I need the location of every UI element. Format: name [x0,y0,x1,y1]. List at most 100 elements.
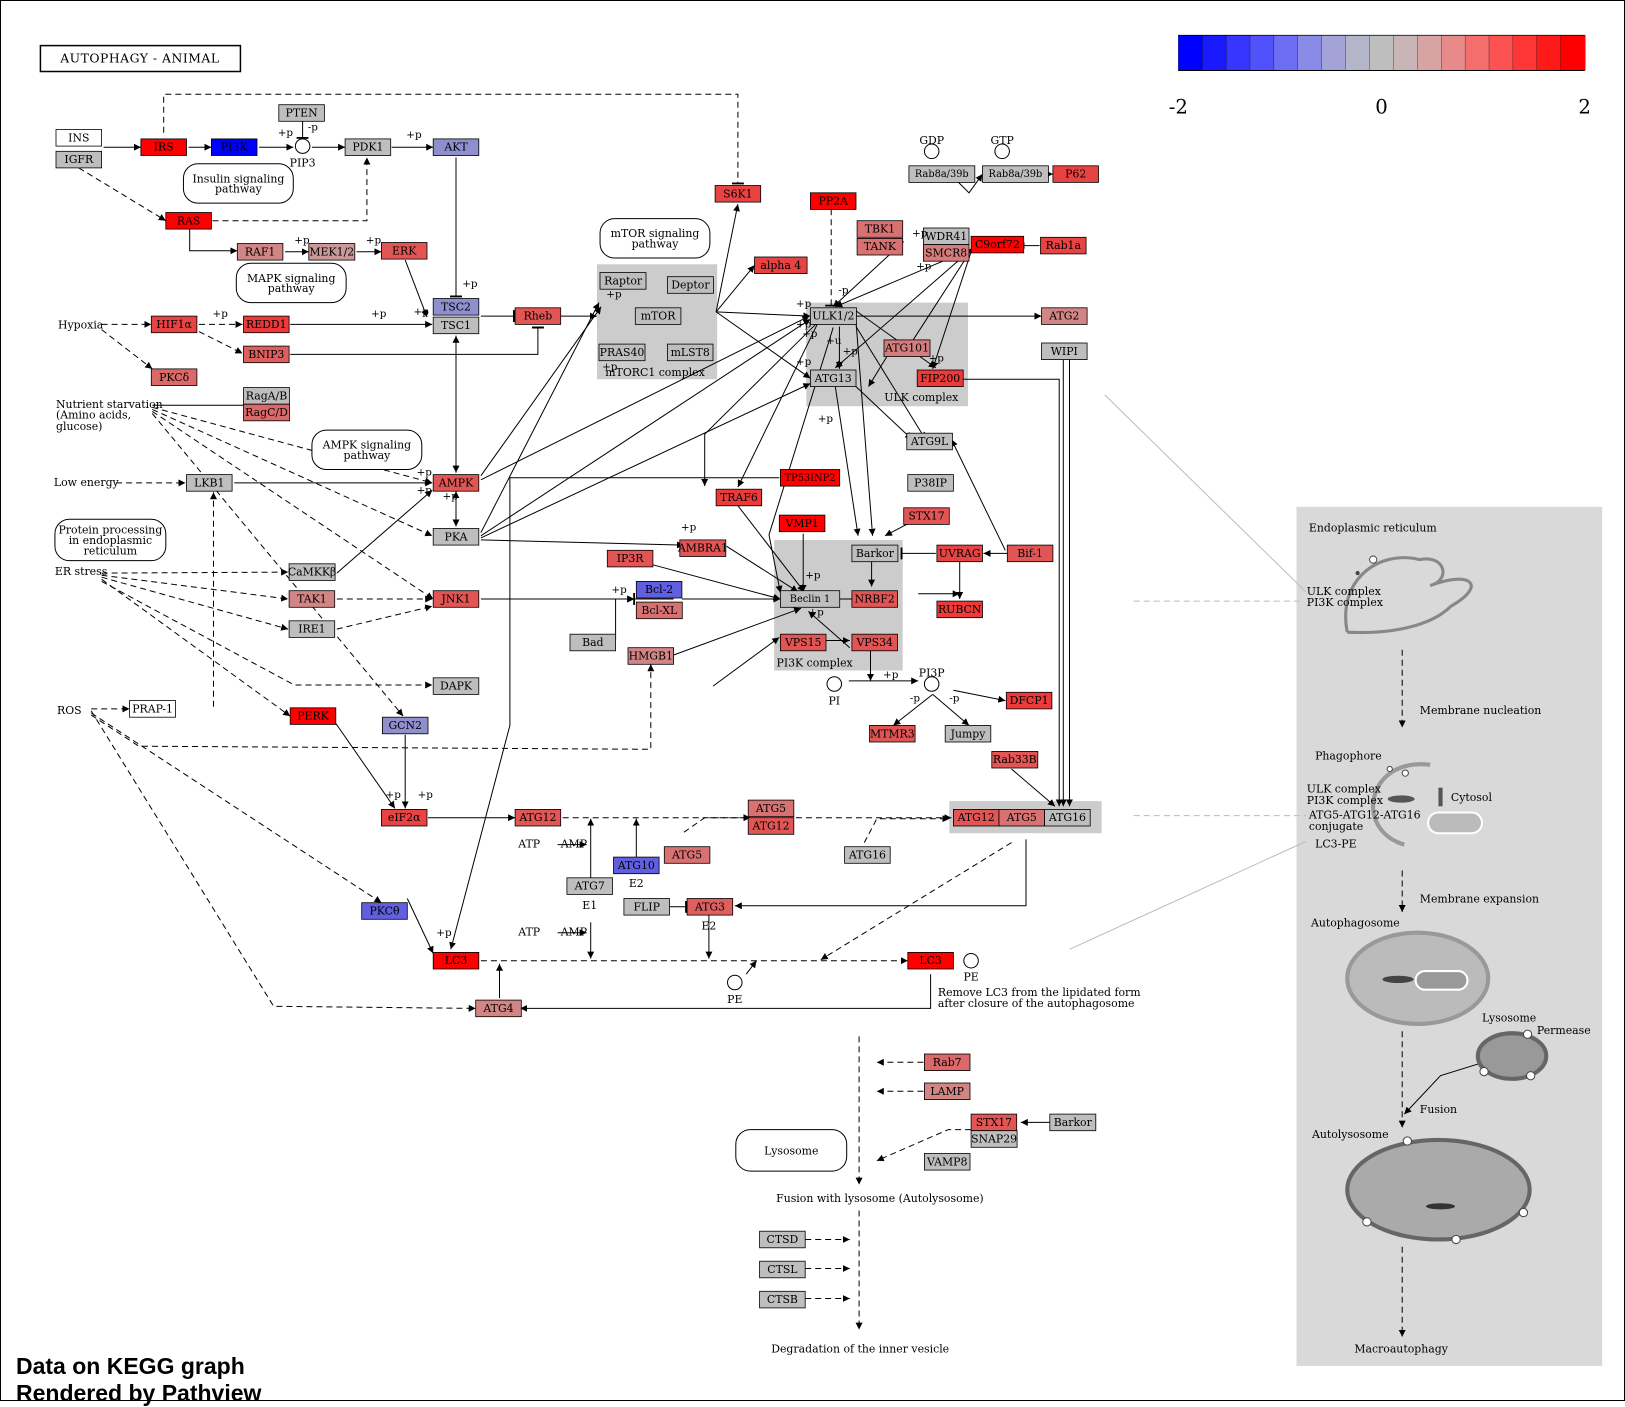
gene-node-ulk1-2[interactable]: ULK1/2 [810,307,857,325]
gene-node-pkc[interactable]: PKCθ [361,902,408,920]
gene-node-atg2[interactable]: ATG2 [1041,307,1088,325]
gene-node-mlst8[interactable]: mLST8 [667,343,714,362]
gene-node-rab1a[interactable]: Rab1a [1040,236,1087,255]
gene-node-atg5[interactable]: ATG5 [998,809,1045,827]
gene-node-rheb[interactable]: Rheb [514,307,562,325]
gene-node-barkor[interactable]: Barkor [1049,1113,1097,1132]
gene-node-atg7[interactable]: ATG7 [566,877,613,895]
gene-node-stx17[interactable]: STX17 [970,1113,1018,1132]
gene-node-ras[interactable]: RAS [165,212,212,230]
gene-node-ambra1[interactable]: AMBRA1 [677,539,728,557]
gene-node-mtor[interactable]: mTOR [634,307,682,325]
gene-node-wipi[interactable]: WIPI [1041,342,1088,361]
gene-node-erk[interactable]: ERK [380,242,428,260]
gene-node-irs[interactable]: IRS [140,138,187,156]
gene-node-vamp8[interactable]: VAMP8 [924,1153,971,1171]
gene-node-alpha-4[interactable]: alpha 4 [754,256,808,275]
gene-node-tsc2[interactable]: TSC2 [432,298,480,316]
gene-node-p38ip[interactable]: P38IP [907,474,954,492]
gene-node-p62[interactable]: P62 [1052,165,1099,183]
gene-node-ctsd[interactable]: CTSD [759,1230,806,1249]
gene-node-pten[interactable]: PTEN [278,104,325,122]
gene-node-perk[interactable]: PERK [289,707,337,725]
gene-node-camkk[interactable]: CaMKKβ [288,563,337,581]
gene-node-ctsb[interactable]: CTSB [759,1290,806,1309]
gene-node-stx17[interactable]: STX17 [903,507,950,525]
compound-pi3p[interactable]: PI3P [919,667,945,692]
gene-node-prap-1[interactable]: PRAP-1 [129,700,176,718]
gene-node-uvrag[interactable]: UVRAG [936,544,983,563]
gene-node-atg12[interactable]: ATG12 [747,817,795,835]
compound-gtp[interactable]: GTP [991,134,1014,160]
gene-node-akt[interactable]: AKT [432,138,480,156]
gene-node-vps34[interactable]: VPS34 [851,633,898,652]
gene-node-tak1[interactable]: TAK1 [288,590,336,608]
gene-node-lc3[interactable]: LC3 [907,952,954,970]
gene-node-pdk1[interactable]: PDK1 [344,138,392,156]
gene-node-atg13[interactable]: ATG13 [810,369,857,388]
gene-node-mek1-2[interactable]: MEK1/2 [308,243,356,261]
gene-node-gcn2[interactable]: GCN2 [381,716,429,735]
gene-node-wdr41[interactable]: WDR41 [923,227,970,246]
gene-node-atg12[interactable]: ATG12 [953,809,1000,827]
compound-pi[interactable]: PI [826,676,843,708]
gene-node-flip[interactable]: FLIP [623,898,670,916]
gene-node-snap29[interactable]: SNAP29 [970,1130,1018,1148]
gene-node-tsc1[interactable]: TSC1 [432,316,480,335]
gene-node-pi3k[interactable]: PI3K [210,138,258,156]
gene-node-atg5[interactable]: ATG5 [747,799,795,818]
gene-node-jumpy[interactable]: Jumpy [944,725,992,743]
gene-node-hmgb1[interactable]: HMGB1 [627,647,674,665]
gene-node-vmp1[interactable]: VMP1 [778,514,826,533]
gene-node-bcl-xl[interactable]: Bcl-XL [635,601,683,620]
compound-pe[interactable]: PE [963,952,979,983]
gene-node-ragc-d[interactable]: RagC/D [243,403,290,422]
gene-node-nrbf2[interactable]: NRBF2 [851,590,898,608]
gene-node-raga-b[interactable]: RagA/B [243,387,290,405]
pathway-link-lysosome[interactable]: Lysosome [735,1129,848,1172]
gene-node-bif-1[interactable]: Bif-1 [1006,544,1054,563]
gene-node-atg16[interactable]: ATG16 [1044,809,1091,827]
gene-node-raptor[interactable]: Raptor [599,272,647,290]
gene-node-rab33b[interactable]: Rab33B [991,751,1039,769]
gene-node-ire1[interactable]: IRE1 [288,620,336,638]
gene-node-redd1[interactable]: REDD1 [243,315,290,334]
gene-node-tbk1[interactable]: TBK1 [856,220,904,238]
gene-node-lamp[interactable]: LAMP [924,1082,971,1101]
gene-node-traf6[interactable]: TRAF6 [715,488,763,507]
gene-node-mtmr3[interactable]: MTMR3 [869,725,916,743]
gene-node-pka[interactable]: PKA [432,528,480,546]
gene-node-bad[interactable]: Bad [569,633,616,652]
gene-node-atg101[interactable]: ATG101 [883,339,931,357]
gene-node-jnk1[interactable]: JNK1 [432,590,480,608]
gene-node-rab8a-39b[interactable]: Rab8a/39b [908,165,976,183]
compound-pip3[interactable]: PIP3 [290,138,316,170]
gene-node-ins[interactable]: INS [55,129,102,147]
gene-node-lc3[interactable]: LC3 [432,952,480,970]
gene-node-tp53inp2[interactable]: TP53INP2 [780,469,841,487]
compound-gdp[interactable]: GDP [919,134,944,160]
gene-node-bcl-2[interactable]: Bcl-2 [635,581,683,599]
gene-node-ip3r[interactable]: IP3R [606,549,654,568]
gene-node-fip200[interactable]: FIP200 [916,369,964,388]
gene-node-hif1[interactable]: HIF1α [150,315,198,334]
gene-node-igfr[interactable]: IGFR [55,150,102,169]
gene-node-tank[interactable]: TANK [856,237,904,256]
gene-node-atg16[interactable]: ATG16 [844,846,891,864]
gene-node-ampk[interactable]: AMPK [432,474,480,492]
gene-node-smcr8[interactable]: SMCR8 [923,244,970,262]
gene-node-atg12[interactable]: ATG12 [514,809,562,827]
gene-node-bnip3[interactable]: BNIP3 [243,345,290,364]
gene-node-dfcp1[interactable]: DFCP1 [1005,691,1053,710]
gene-node-rab7[interactable]: Rab7 [924,1053,971,1072]
gene-node-atg9l[interactable]: ATG9L [906,432,953,451]
gene-node-atg3[interactable]: ATG3 [686,898,734,916]
gene-node-pkc[interactable]: PKCδ [150,368,198,386]
gene-node-pras40[interactable]: PRAS40 [598,343,646,362]
gene-node-s6k1[interactable]: S6K1 [714,185,762,203]
gene-node-eif2[interactable]: eIF2α [380,809,428,827]
